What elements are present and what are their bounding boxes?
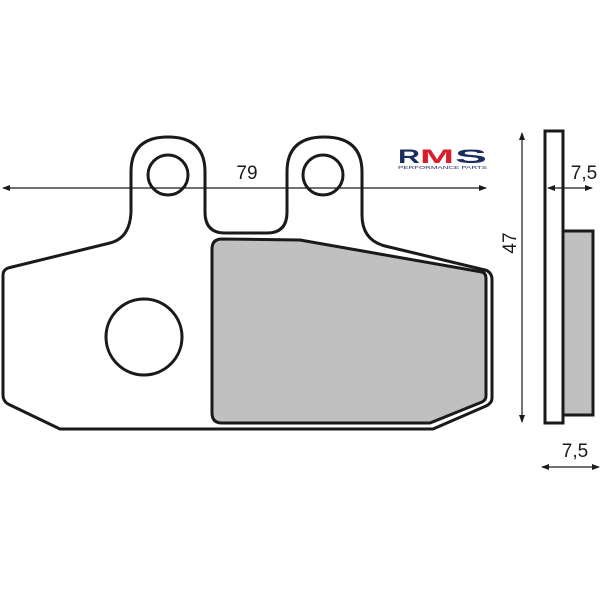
mounting-hole-right [301, 153, 345, 197]
logo-letter-s: S [455, 147, 487, 168]
mounting-hole-left [146, 153, 190, 197]
width-dimension: 79 [2, 163, 487, 191]
logo-letter-r: R [398, 147, 420, 168]
height-dimension: 47 [500, 132, 525, 423]
rms-logo: R M S PERFORMANCE PARTS [398, 147, 487, 170]
logo-tagline: PERFORMANCE PARTS [398, 165, 487, 170]
side-view [543, 129, 595, 425]
side-backing-plate [543, 129, 565, 425]
height-label: 47 [500, 232, 521, 253]
total-thickness-dimension: 7,5 [541, 441, 600, 470]
width-label: 79 [236, 163, 257, 184]
piston-hole [104, 297, 184, 377]
front-view [1, 135, 494, 431]
backplate-thickness-dimension: 7,5 [547, 163, 597, 191]
logo-letter-m: M [420, 147, 454, 168]
friction-material [210, 237, 488, 425]
total-thickness-label: 7,5 [562, 441, 588, 462]
backplate-thickness-label: 7,5 [571, 163, 597, 184]
side-friction-material [561, 229, 595, 417]
